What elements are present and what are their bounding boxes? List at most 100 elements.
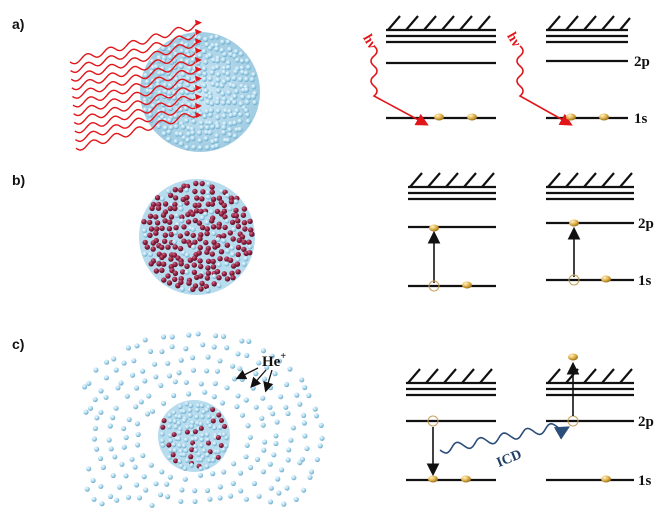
excited-atom [159,244,165,251]
helium-atom [215,124,221,130]
excited-atom [216,195,223,201]
photon-wave [71,52,196,91]
helium-atom [148,84,154,90]
helium-ion [153,481,159,487]
excited-atom [246,239,252,245]
helium-ion [117,484,123,490]
helium-ion [107,423,113,429]
helium-atom [225,76,231,82]
helium-atom [167,424,172,430]
excited-atom [190,440,196,446]
helium-atom [243,108,249,114]
helium-ion [313,413,320,419]
helium-atom [206,414,212,420]
helium-ion [239,412,246,418]
excited-atom [148,226,155,232]
helium-atom [229,245,235,251]
excited-atom [199,224,206,231]
helium-ion [165,494,171,500]
excited-atom [156,261,162,267]
helium-atom [178,131,184,137]
helium-ion [253,404,259,410]
helium-atom [199,215,205,221]
helium-atom [237,112,243,118]
helium-atom [213,137,219,144]
excited-atom [186,280,192,286]
helium-atom [221,447,227,453]
helium-ion [287,366,293,372]
helium-atom [207,458,212,464]
helium-ion [284,381,290,388]
helium-atom [221,96,227,102]
excited-atom [165,244,171,250]
helium-atom [206,181,211,187]
helium-ion [230,480,236,486]
excited-atom [224,242,230,248]
helium-atom [240,94,246,100]
helium-ion [274,419,280,425]
helium-atom [177,404,183,410]
helium-atom [166,189,171,194]
helium-atom [162,82,168,88]
helium-ion [115,385,121,391]
helium-atom [231,100,238,106]
helium-ion [198,381,204,387]
helium-ion [186,391,192,397]
excited-atom [241,246,247,253]
excited-atom [197,236,203,242]
helium-atom [211,231,217,237]
excited-atom [194,195,200,201]
helium-atom [239,65,245,71]
helium-ion [121,425,127,432]
excited-atom [199,280,205,287]
helium-atom [194,414,200,420]
excited-atom [198,232,204,238]
helium-ion [106,437,112,443]
helium-ion [286,447,292,453]
helium-atom [173,113,179,119]
excited-atom [172,205,178,212]
excited-atom [192,239,198,245]
helium-atom [181,418,187,424]
helium-atom [220,91,226,97]
helium-atom [191,144,197,150]
helium-atom [180,71,186,78]
helium-ion [142,337,148,343]
helium-ion [130,372,136,378]
helium-atom [201,448,207,454]
helium-atom [168,433,173,438]
helium-ion [134,482,140,488]
helium-atom [221,79,227,85]
helium-ion [135,442,141,448]
helium-ion [159,348,165,355]
electron [599,113,609,121]
helium-atom [177,459,183,464]
excited-atom [184,200,190,206]
excited-atom [229,270,235,276]
helium-atom [178,64,184,70]
helium-ion [125,345,131,351]
helium-atom [196,130,203,136]
helium-ion [158,382,164,388]
helium-ion [279,467,285,473]
helium-ion [143,487,149,493]
excited-atom [154,220,161,226]
excited-atom [224,276,231,282]
helium-atom [207,94,213,100]
helium-ion [134,343,140,349]
excited-atom [215,242,221,249]
helium-atom [197,35,203,41]
photon-arrowhead [195,66,202,73]
helium-ion [121,360,127,366]
helium-atom [167,83,174,89]
excited-atom [162,238,168,244]
excited-atom [172,270,179,276]
excited-atom [247,250,253,256]
helium-atom [225,64,231,71]
excited-atom [198,286,204,292]
helium-atom [215,108,221,114]
excited-atom [216,412,222,418]
helium-ion [140,368,146,374]
excited-atom [159,225,165,231]
excited-atom [190,232,196,239]
